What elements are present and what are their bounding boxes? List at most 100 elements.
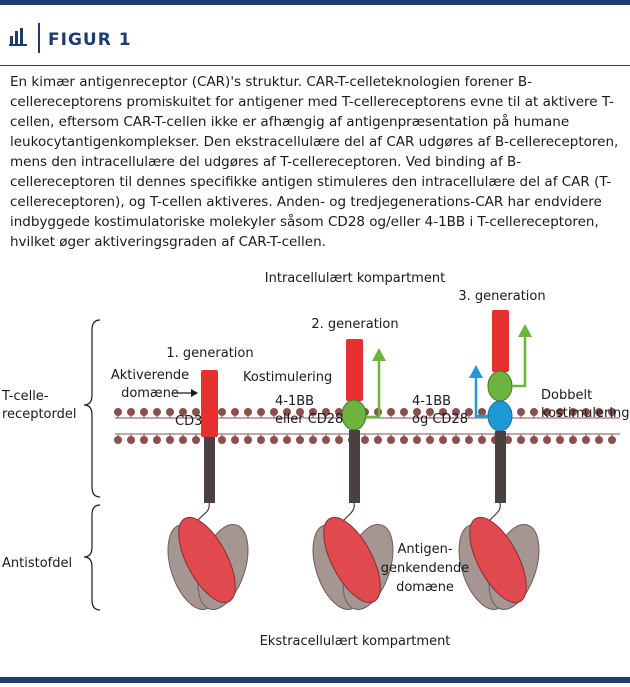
lipid-head (218, 436, 226, 444)
lipid-head (478, 408, 486, 416)
t-cell-receptor-label-1: T-celle- (1, 389, 49, 404)
antigen-domain-label-1: Antigen- (397, 542, 452, 557)
header-separator (38, 23, 40, 53)
lipid-head (218, 408, 226, 416)
lipid-head (114, 408, 122, 416)
lipid-head (361, 436, 369, 444)
lipid-head (257, 436, 265, 444)
t-cell-receptor-label-2: receptordel (2, 407, 76, 422)
lipid-head (153, 408, 161, 416)
lipid-head (335, 436, 343, 444)
gen3-double-costim-label-1: Dobbelt (541, 388, 592, 403)
gen1-title: 1. generation (166, 346, 253, 361)
top-rule (0, 0, 630, 5)
bottom-rule (0, 677, 630, 683)
gen2-antibody (312, 516, 394, 610)
lipid-head (296, 436, 304, 444)
gen2-costim-label: Kostimulering (243, 370, 332, 385)
lipid-head (465, 436, 473, 444)
intracellular-label: Intracellulært kompartment (265, 271, 445, 286)
lipid-head (257, 408, 265, 416)
lipid-head (179, 436, 187, 444)
lipid-head (465, 408, 473, 416)
car-structure-diagram: Intracellulært kompartment Ekstracellulæ… (1, 271, 629, 649)
lipid-head (543, 436, 551, 444)
lipid-head (569, 408, 577, 416)
lipid-head (244, 408, 252, 416)
lipid-head (192, 436, 200, 444)
lipid-head (582, 436, 590, 444)
gen2-stalk (349, 430, 360, 503)
lipid-head (309, 408, 317, 416)
lipid-head (439, 436, 447, 444)
gen3-green-costim-domain (487, 370, 513, 402)
gen3-stalk (495, 431, 506, 503)
lipid-head (309, 436, 317, 444)
gen3-molecule-label-2: og CD28 (412, 412, 468, 427)
lipid-head (608, 408, 616, 416)
lipid-head (166, 408, 174, 416)
antibody-brace (83, 504, 101, 611)
gen3-molecule-label-1: 4-1BB (412, 394, 451, 409)
lipid-head (556, 408, 564, 416)
lipid-head (244, 436, 252, 444)
gen2-cd3-domain (346, 339, 363, 401)
lipid-head (231, 408, 239, 416)
lipid-head (595, 436, 603, 444)
figure-caption: En kimær antigenreceptor (CAR)'s struktu… (10, 74, 619, 250)
antigen-domain-label-2: genkendende (381, 561, 470, 576)
lipid-head (569, 436, 577, 444)
gen1-stalk (204, 437, 215, 503)
lipid-head (192, 408, 200, 416)
lipid-head (517, 408, 525, 416)
gen2-molecule-label-1: 4-1BB (275, 394, 314, 409)
gen1-antibody (167, 516, 249, 610)
lipid-head (530, 408, 538, 416)
lipid-head (478, 436, 486, 444)
cell-membrane (114, 408, 620, 444)
lipid-head (426, 408, 434, 416)
gen3-cd3-domain (492, 310, 509, 372)
lipid-head (127, 408, 135, 416)
gen1-activating-label-2: domæne (121, 386, 179, 401)
figure-header: FIGUR 1 (0, 5, 630, 65)
antibody-part-label: Antistofdel (2, 556, 72, 571)
lipid-head (166, 436, 174, 444)
lipid-head (413, 436, 421, 444)
lipid-head (387, 408, 395, 416)
lipid-head (426, 436, 434, 444)
lipid-head (335, 408, 343, 416)
gen3-blue-arrow (474, 376, 488, 418)
lipid-head (530, 436, 538, 444)
lipid-head (413, 408, 421, 416)
gen3-double-costim-label-2: kostimulering (541, 406, 629, 421)
gen2-costim-arrowhead (372, 348, 386, 361)
lipid-head (608, 436, 616, 444)
gen3-blue-costim-domain (487, 400, 513, 432)
gen2-costim-arrow (366, 359, 381, 419)
antigen-domain-label-3: domæne (396, 580, 454, 595)
gen3-antibody (458, 516, 540, 610)
gen2-title: 2. generation (311, 317, 398, 332)
gen1-pointer-arrowhead (191, 389, 198, 397)
gen2-molecule-label-2: eller CD28 (275, 412, 343, 427)
gen1-cd3-domain (201, 370, 218, 437)
gen1-cd3-label: CD3 (175, 414, 202, 429)
lipid-head (270, 408, 278, 416)
figure-title: FIGUR 1 (48, 30, 132, 50)
gen1-activating-label-1: Aktiverende (111, 368, 189, 383)
lipid-head (231, 436, 239, 444)
lipid-head (114, 436, 122, 444)
lipid-head (322, 408, 330, 416)
lipid-head (452, 436, 460, 444)
gen2-costim-domain (341, 399, 367, 431)
lipid-head (127, 436, 135, 444)
lipid-head (543, 408, 551, 416)
lipid-head (556, 436, 564, 444)
lipid-head (452, 408, 460, 416)
car-generation-3: 3. generation 4-1BB og CD28 Dobbelt kost… (412, 289, 629, 610)
lipid-head (439, 408, 447, 416)
lipid-head (387, 436, 395, 444)
lipid-head (283, 436, 291, 444)
gen3-green-arrowhead (518, 324, 532, 337)
